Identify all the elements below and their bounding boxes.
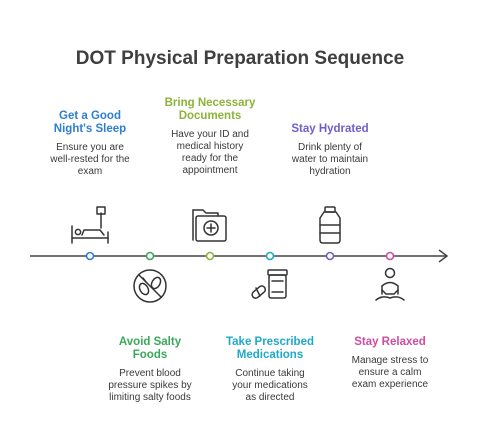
- step-desc-line: Drink plenty of: [298, 142, 362, 153]
- step-desc-line: your medications: [232, 380, 308, 391]
- step-sleep: Get a Good Night's Sleep Ensure you are …: [40, 110, 140, 178]
- step-desc-line: exam experience: [351, 379, 429, 390]
- step-desc-line: Continue taking: [235, 368, 305, 379]
- step-description: Manage stress to ensure a calm exam expe…: [335, 355, 445, 391]
- no-food-icon: [133, 269, 167, 303]
- step-title: Bring Necessary Documents: [155, 97, 265, 123]
- bed-icon: [71, 206, 109, 244]
- step-desc-line: ready for the: [181, 153, 239, 164]
- step-relaxed: Stay Relaxed Manage stress to ensure a c…: [335, 336, 445, 391]
- step-title: Avoid Salty Foods: [95, 336, 205, 362]
- step-desc-line: as directed: [245, 392, 295, 403]
- timeline-dot-hydrated: [325, 251, 335, 261]
- step-title: Take Prescribed Medications: [212, 336, 328, 362]
- step-title-line: Take Prescribed: [225, 336, 314, 348]
- step-title-line: Foods: [132, 349, 168, 361]
- step-desc-line: pressure spikes by: [108, 380, 192, 391]
- timeline-arrowhead: [438, 249, 449, 263]
- step-medications: Take Prescribed Medications Continue tak…: [212, 336, 328, 404]
- pills-icon: [251, 269, 288, 299]
- timeline-dot-medications: [265, 251, 275, 261]
- step-title-line: Get a Good: [59, 110, 121, 122]
- medical-folder-icon: [192, 209, 227, 242]
- step-title-line: Stay Relaxed: [354, 336, 426, 348]
- timeline-dot-sleep: [85, 251, 95, 261]
- step-desc-line: Manage stress to: [351, 355, 429, 366]
- step-documents: Bring Necessary Documents Have your ID a…: [155, 97, 265, 177]
- step-desc-line: well-rested for the: [50, 154, 130, 165]
- step-title: Stay Hydrated: [275, 123, 385, 136]
- water-bottle-icon: [319, 206, 341, 244]
- step-title-line: Medications: [236, 349, 304, 361]
- step-title-line: Avoid Salty: [118, 336, 182, 348]
- step-title: Get a Good Night's Sleep: [40, 110, 140, 136]
- step-salty: Avoid Salty Foods Prevent blood pressure…: [95, 336, 205, 404]
- meditation-icon: [375, 267, 405, 301]
- step-title: Stay Relaxed: [335, 336, 445, 349]
- step-desc-line: hydration: [309, 166, 351, 177]
- step-description: Ensure you are well-rested for the exam: [40, 142, 140, 178]
- step-title-line: Night's Sleep: [53, 123, 127, 135]
- step-desc-line: appointment: [182, 165, 238, 176]
- step-desc-line: limiting salty foods: [109, 392, 191, 403]
- step-description: Continue taking your medications as dire…: [212, 368, 328, 404]
- step-desc-line: exam: [77, 166, 103, 177]
- step-title-line: Stay Hydrated: [291, 123, 369, 135]
- diagram-title: DOT Physical Preparation Sequence: [75, 48, 405, 69]
- step-hydrated: Stay Hydrated Drink plenty of water to m…: [275, 123, 385, 178]
- step-desc-line: water to maintain: [291, 154, 369, 165]
- step-desc-line: Prevent blood: [119, 368, 181, 379]
- timeline-dot-documents: [205, 251, 215, 261]
- step-desc-line: ensure a calm: [358, 367, 422, 378]
- step-description: Prevent blood pressure spikes by limitin…: [95, 368, 205, 404]
- step-description: Drink plenty of water to maintain hydrat…: [275, 142, 385, 178]
- timeline-dot-salty: [145, 251, 155, 261]
- step-description: Have your ID and medical history ready f…: [155, 129, 265, 177]
- step-title-line: Bring Necessary: [164, 97, 256, 109]
- step-desc-line: Ensure you are: [56, 142, 124, 153]
- step-title-line: Documents: [178, 110, 242, 122]
- step-desc-line: Have your ID and: [171, 129, 249, 140]
- step-desc-line: medical history: [176, 141, 244, 152]
- timeline-dot-relaxed: [385, 251, 395, 261]
